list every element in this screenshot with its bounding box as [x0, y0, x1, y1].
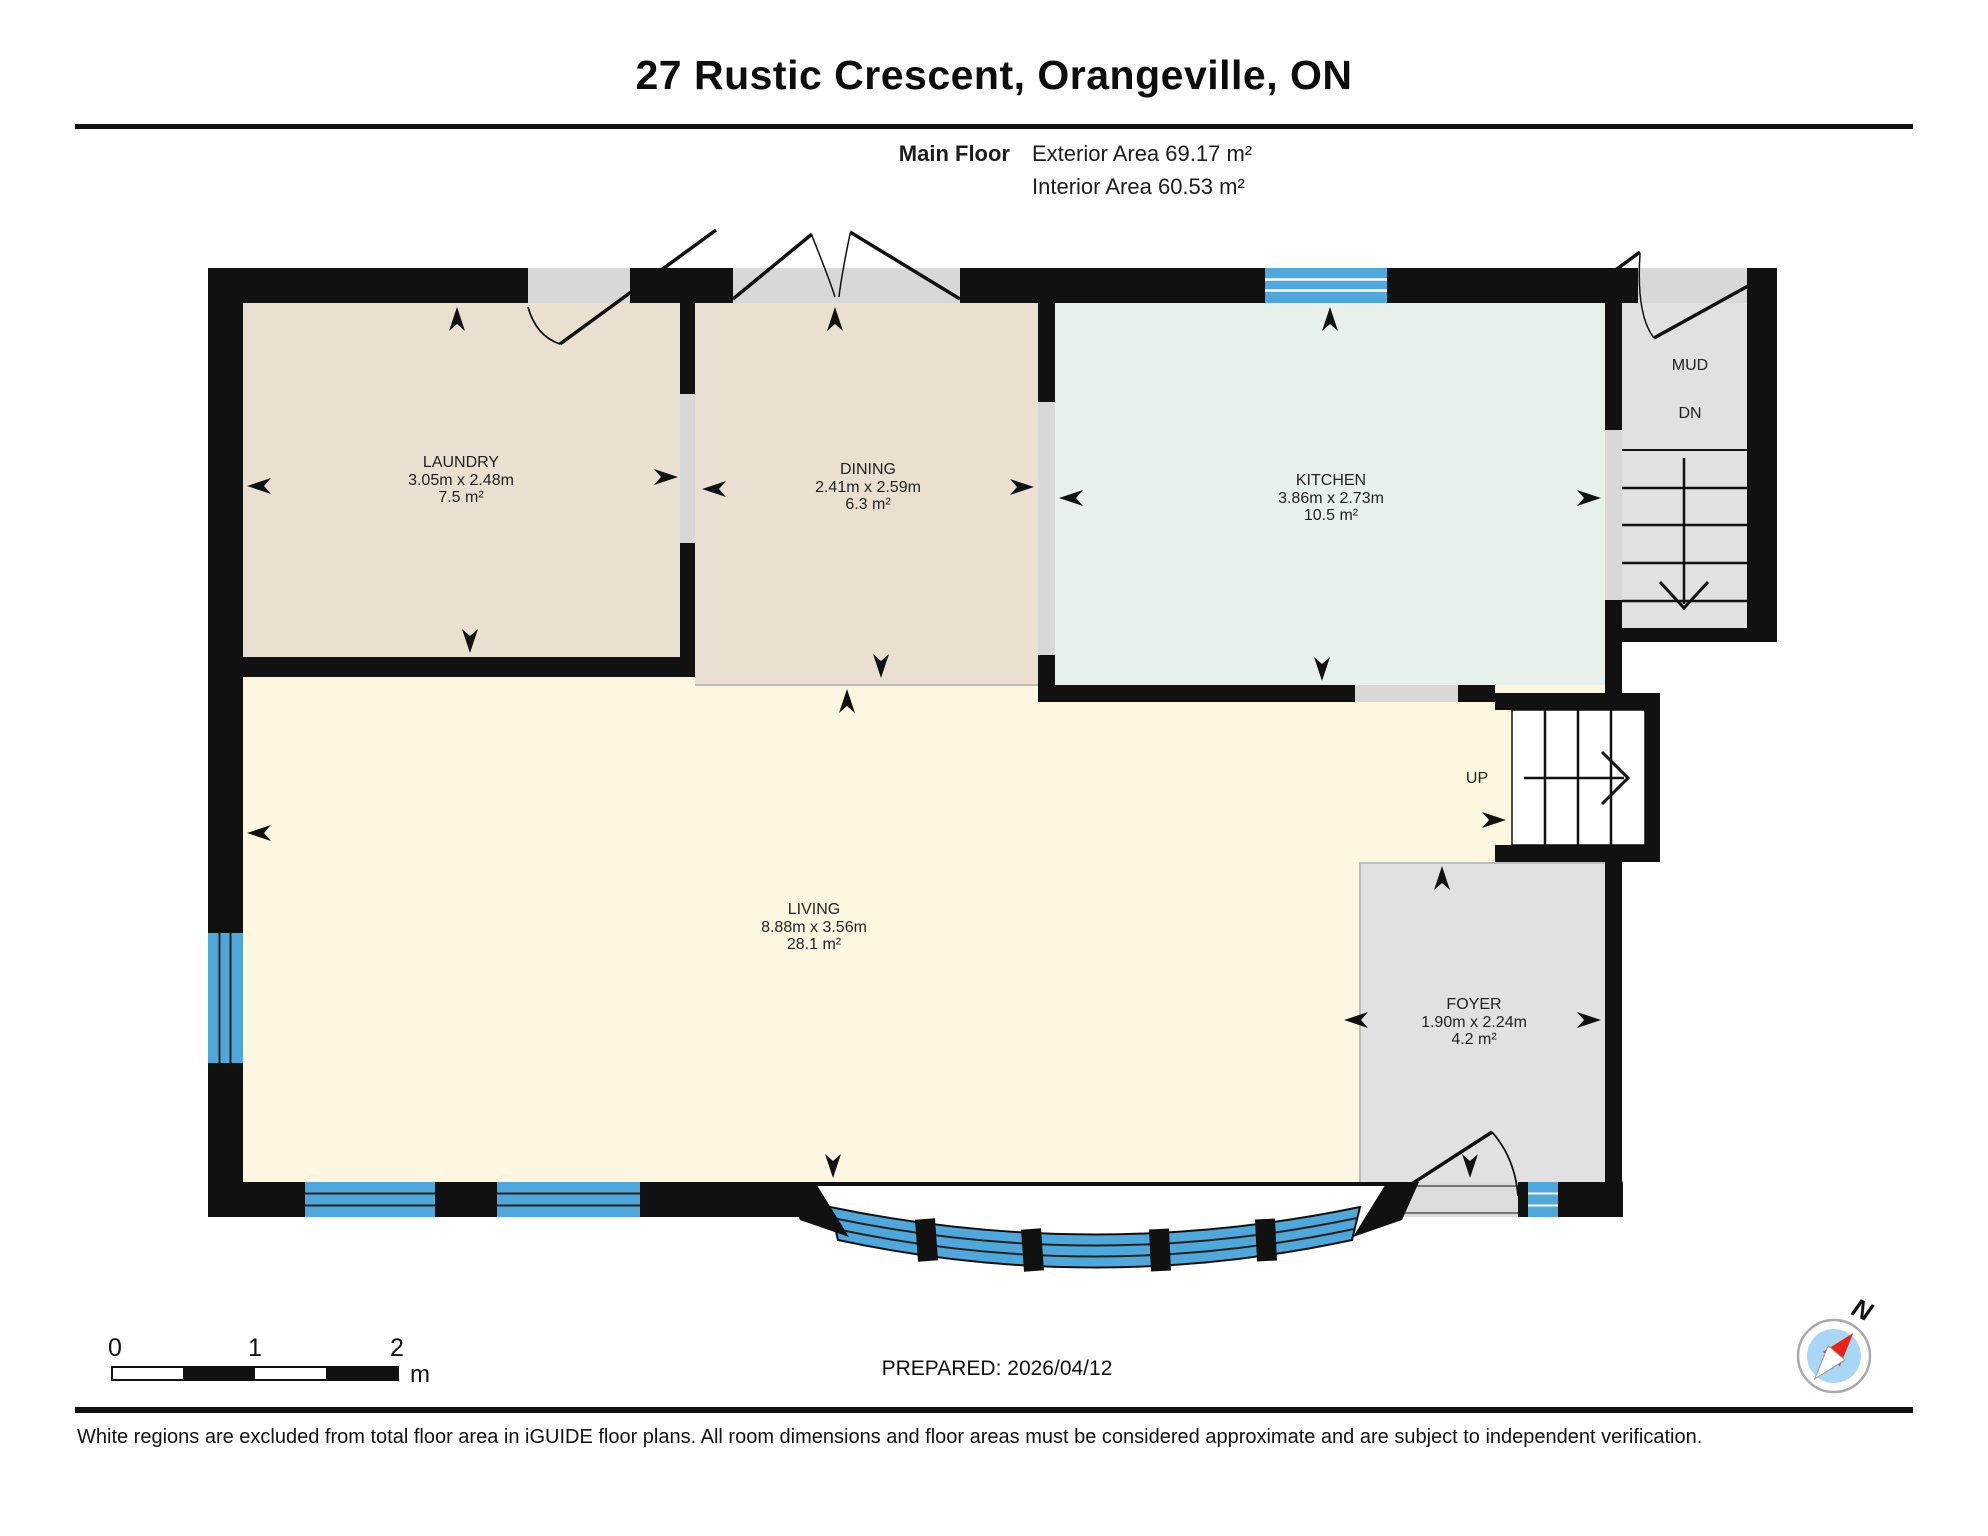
windows — [208, 268, 1558, 1217]
stairs-up — [1511, 709, 1646, 846]
living-width-arrow-icon — [1482, 812, 1506, 828]
living-left-window-icon — [208, 933, 243, 1063]
foyer-room-label: FOYER 1.90m x 2.24m 4.2 m² — [1421, 996, 1527, 1049]
living-area: 28.1 m² — [786, 935, 842, 953]
open-boundaries — [695, 684, 1605, 1182]
foyer-area: 4.2 m² — [1451, 1030, 1497, 1048]
living-name: LIVING — [787, 900, 841, 918]
bay-window — [783, 1182, 1419, 1272]
interior-area-label: Interior Area 60.53 m² — [1032, 174, 1245, 199]
kitchen-area: 10.5 m² — [1303, 506, 1359, 524]
dimension-arrows — [247, 307, 1601, 1178]
doors — [527, 228, 1749, 1200]
stairs-down — [1622, 449, 1747, 611]
foyer-entry-door-icon — [1389, 1130, 1519, 1200]
stairs-up-label: UP — [1465, 770, 1489, 787]
foyer-name: FOYER — [1446, 995, 1502, 1013]
scale-tick-0: 0 — [108, 1334, 122, 1362]
scale-tick-1: 1 — [248, 1334, 262, 1362]
scale-bar — [111, 1366, 399, 1381]
laundry-width-arrow-icon — [654, 469, 678, 485]
dining-room-label: DINING 2.41m x 2.59m 6.3 m² — [815, 461, 921, 514]
wall-openings — [528, 268, 1747, 1217]
dining-width-arrow-icon — [1010, 479, 1034, 495]
kitchen-width-arrow-icon — [1577, 490, 1601, 506]
foyer-dims: 1.90m x 2.24m — [1421, 1013, 1527, 1031]
page-title: 27 Rustic Crescent, Orangeville, ON — [635, 52, 1353, 98]
disclaimer-text: White regions are excluded from total fl… — [77, 1426, 1703, 1448]
laundry-area: 7.5 m² — [438, 488, 484, 506]
divider-rules — [75, 124, 1913, 1413]
compass-icon — [1796, 1318, 1872, 1394]
prepared-date-label: PREPARED: 2026/04/12 — [881, 1357, 1113, 1380]
room-fills — [243, 303, 1747, 1182]
dining-name: DINING — [839, 460, 896, 478]
living-bottom-window-1-icon — [305, 1182, 435, 1217]
stairs-down-label: DN — [1678, 405, 1702, 422]
mud-room-label: MUD — [1671, 357, 1709, 374]
living-dims: 8.88m x 3.56m — [761, 918, 867, 936]
laundry-dims: 3.05m x 2.48m — [408, 471, 514, 489]
kitchen-room-label: KITCHEN 3.86m x 2.73m 10.5 m² — [1278, 472, 1384, 525]
scale-unit-label: m — [410, 1361, 430, 1388]
laundry-room-label: LAUNDRY 3.05m x 2.48m 7.5 m² — [408, 454, 514, 507]
kitchen-window-icon — [1265, 268, 1387, 303]
living-bottom-window-2-icon — [497, 1182, 640, 1217]
mud-entry-door-icon — [1600, 250, 1749, 340]
laundry-name: LAUNDRY — [422, 453, 500, 471]
scale-tick-2: 2 — [390, 1334, 404, 1362]
dining-french-door-icon — [731, 230, 961, 301]
dining-area: 6.3 m² — [845, 495, 891, 513]
dining-dims: 2.41m x 2.59m — [815, 478, 921, 496]
floor-label: Main Floor — [898, 141, 1010, 166]
kitchen-dims: 3.86m x 2.73m — [1278, 489, 1384, 507]
laundry-door-icon — [527, 306, 561, 345]
living-room-label: LIVING 8.88m x 3.56m 28.1 m² — [761, 901, 867, 954]
kitchen-name: KITCHEN — [1295, 471, 1367, 489]
foyer-width-arrow-icon — [1577, 1012, 1601, 1028]
exterior-area-label: Exterior Area 69.17 m² — [1032, 141, 1253, 166]
foyer-window-icon — [1528, 1182, 1558, 1217]
